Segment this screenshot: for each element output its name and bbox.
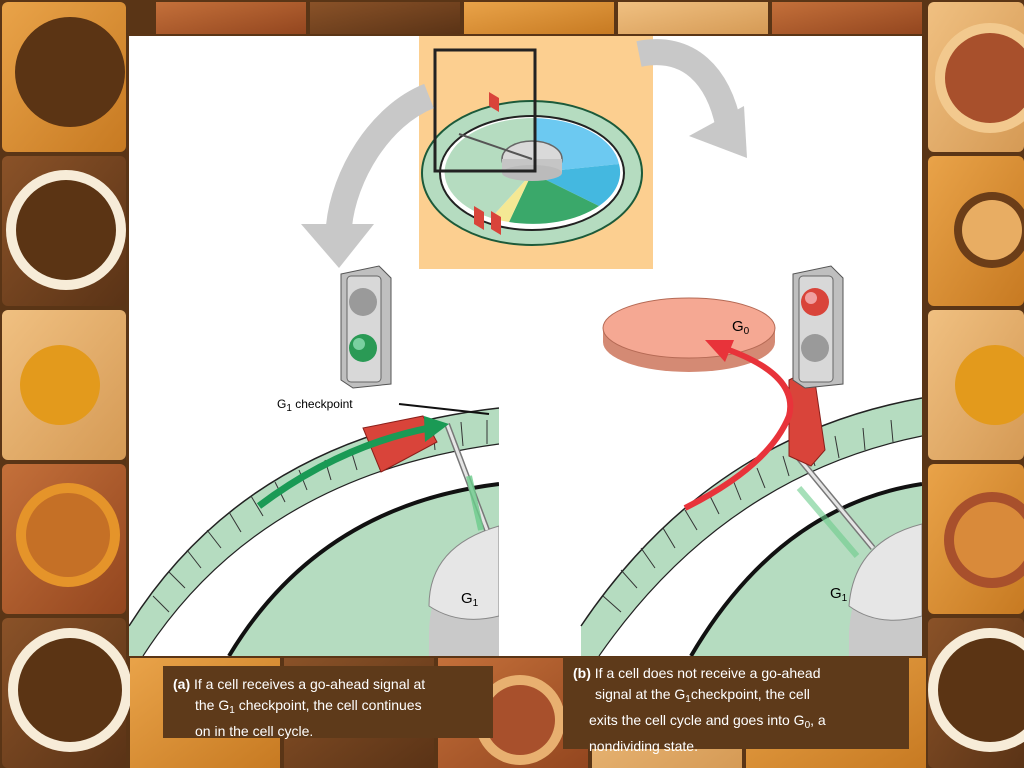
caption-a-line3: on in the cell cycle. — [195, 723, 314, 739]
caption-b: (b) If a cell does not receive a go-ahea… — [563, 657, 909, 754]
g1-checkpoint-label: G1 checkpoint — [277, 397, 353, 414]
caption-b-marker: (b) — [573, 665, 591, 681]
panel-b-diagram — [580, 265, 922, 656]
traffic-light-red — [792, 265, 844, 389]
caption-a-line2-post: checkpoint, the cell continues — [234, 697, 422, 713]
caption-b-line2-pre: signal at the G — [595, 686, 686, 702]
left-grey-arrow — [326, 83, 435, 228]
caption-b-line3-post: , a — [810, 712, 826, 728]
caption-b-sub: 1 — [685, 694, 691, 705]
caption-a: (a) If a cell receives a go-ahead signal… — [163, 666, 493, 739]
caption-a-line1: If a cell receives a go-ahead signal at — [190, 676, 426, 692]
right-grey-arrow — [636, 39, 742, 131]
g1-label-a: G1 — [461, 590, 479, 609]
stop-arrow — [683, 347, 794, 511]
diagram-panel — [129, 36, 922, 656]
caption-a-line2-pre: the G — [195, 697, 230, 713]
go-arrow — [256, 424, 430, 509]
g0-label: G0 — [732, 318, 750, 337]
caption-b-line2-post: checkpoint, the cell — [690, 686, 810, 702]
caption-b-sub0: 0 — [804, 720, 811, 731]
caption-b-line1: If a cell does not receive a go-ahead — [590, 665, 821, 681]
caption-a-marker: (a) — [173, 676, 191, 692]
caption-b-line4: nondividing state. — [589, 738, 698, 754]
caption-b-line3-pre: exits the cell cycle and goes into G — [589, 712, 805, 728]
g1-label-b: G1 — [830, 585, 848, 604]
caption-a-sub: 1 — [229, 705, 235, 716]
traffic-light-green — [340, 265, 392, 389]
cell-cycle-inset — [419, 36, 653, 269]
panel-a-diagram — [129, 265, 500, 656]
